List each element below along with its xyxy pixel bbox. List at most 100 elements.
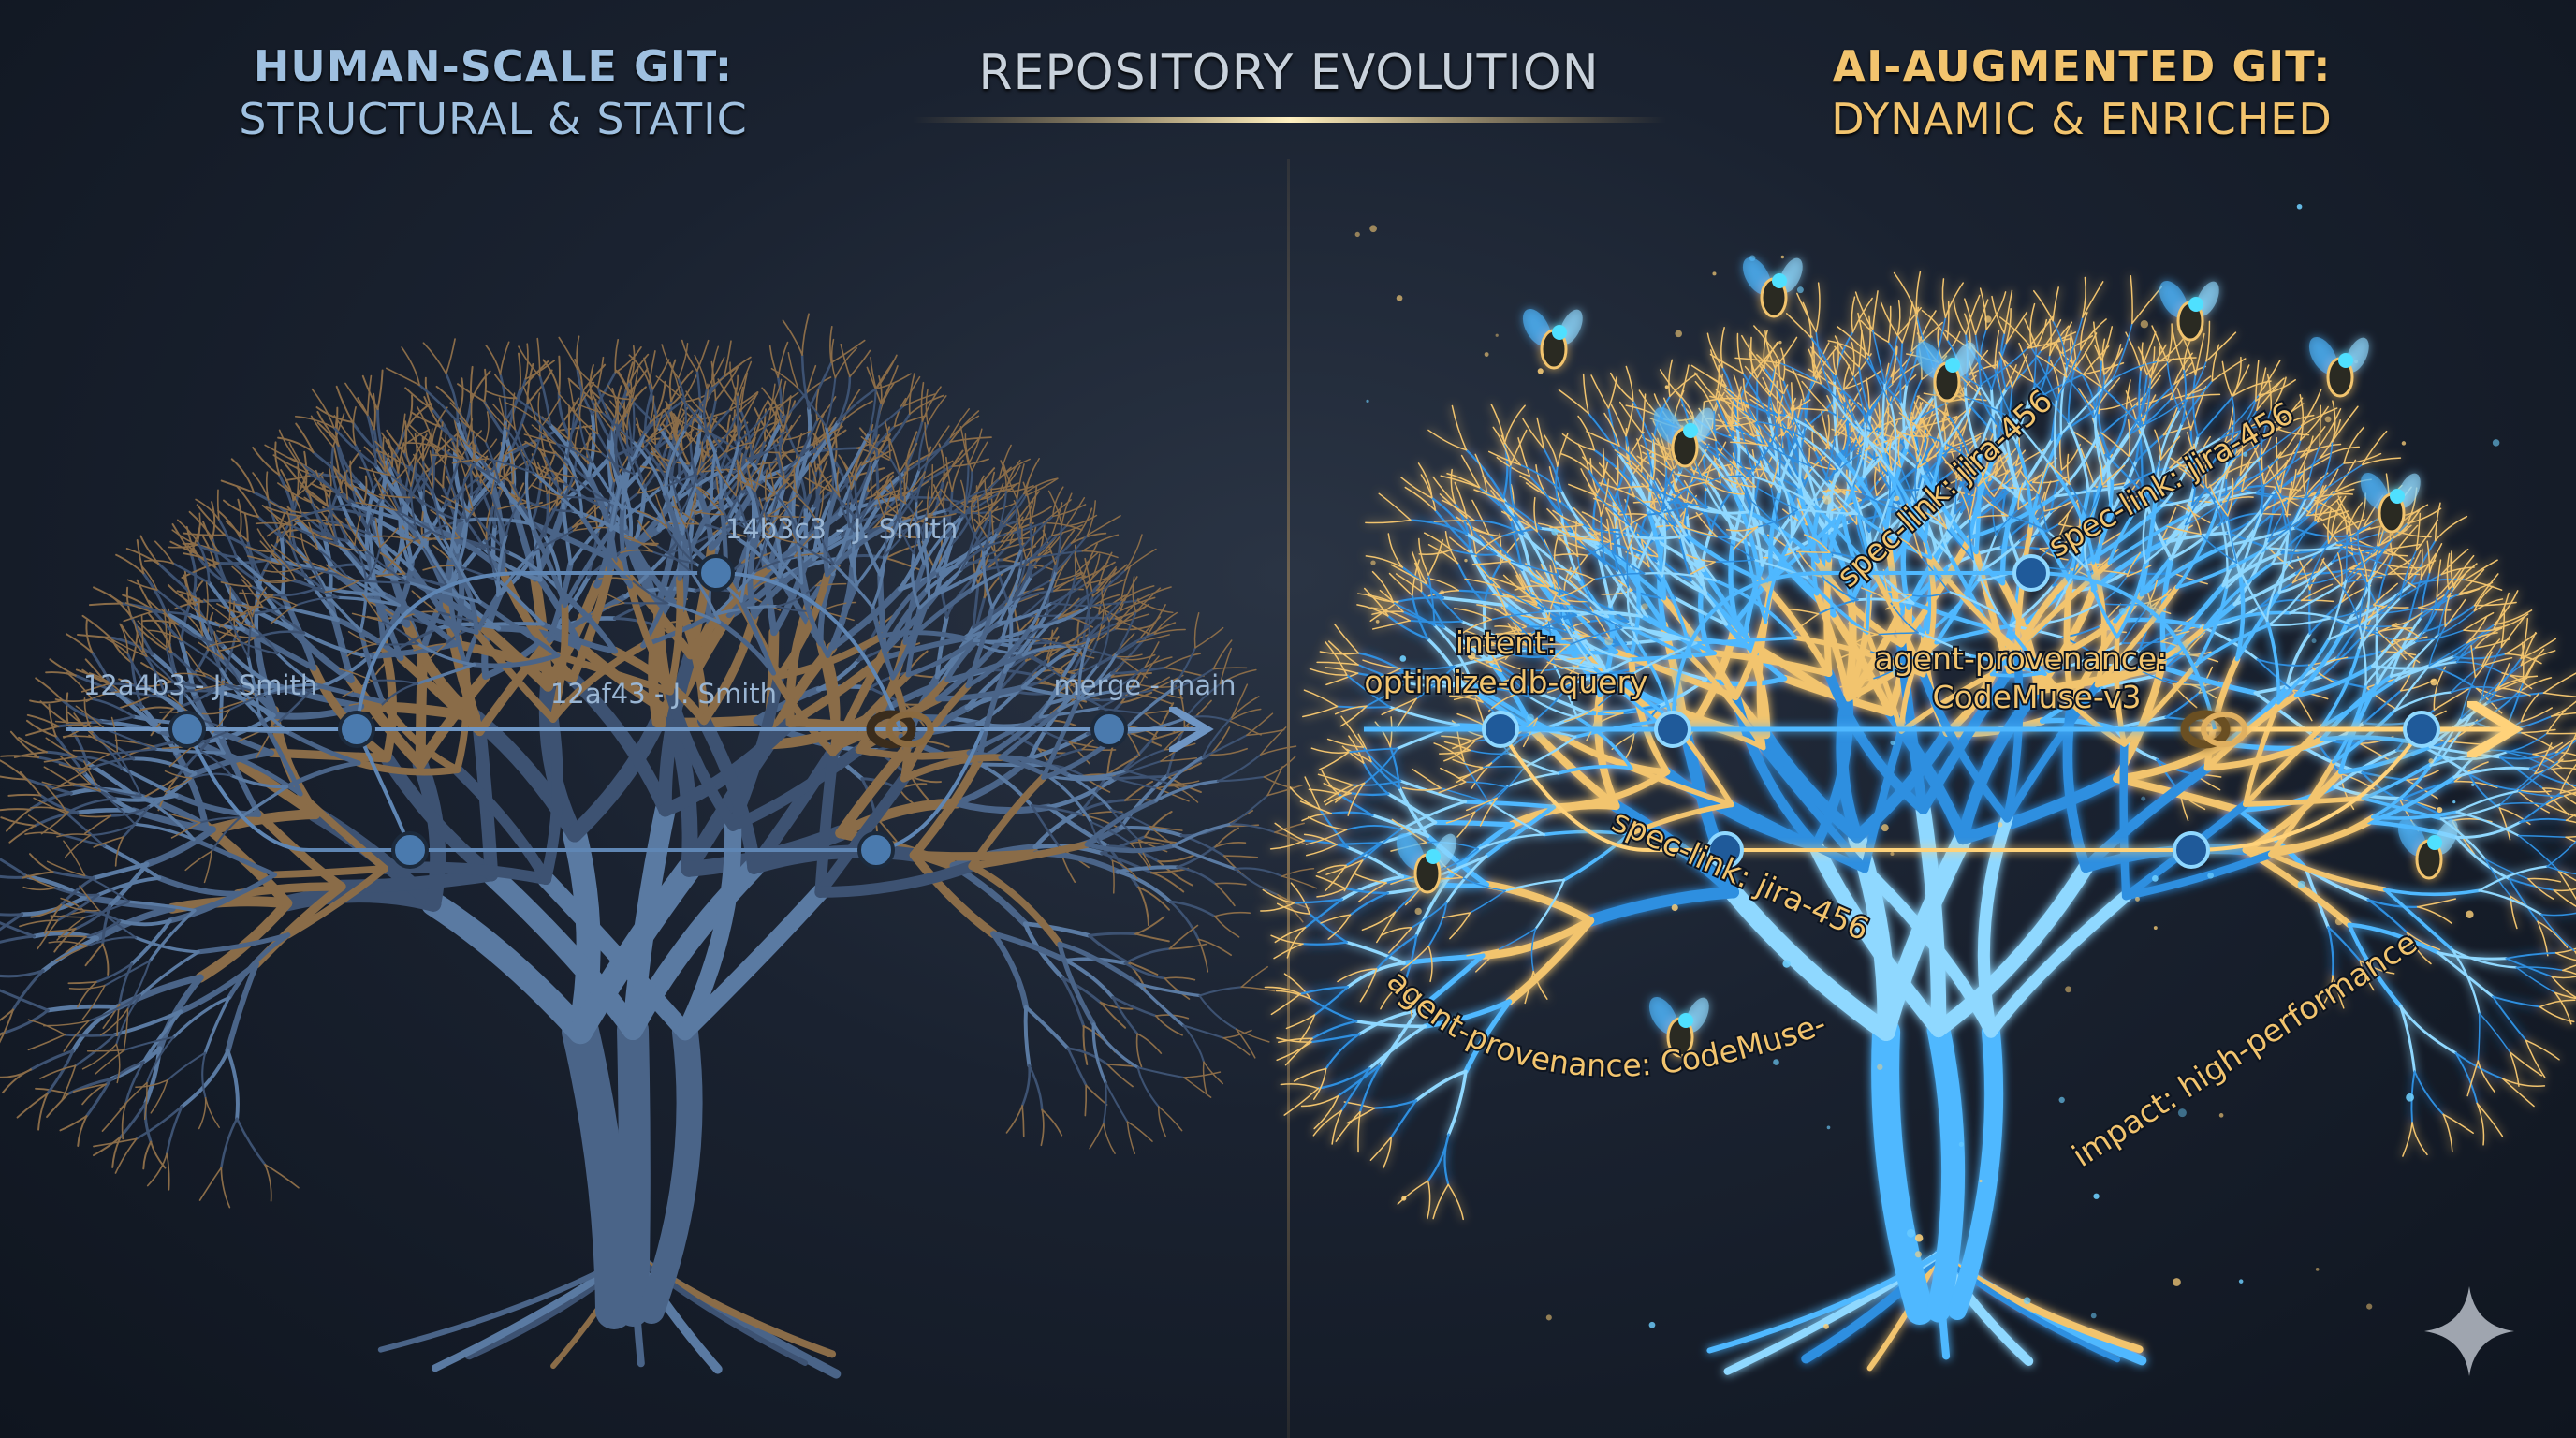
- tree-branch: [834, 347, 858, 379]
- tree-branch: [2473, 573, 2499, 607]
- tree-branch: [1441, 735, 1475, 742]
- tree-branch: [676, 448, 691, 492]
- tree-branch: [754, 460, 765, 492]
- tree-branch: [56, 917, 86, 941]
- tree-branch: [54, 697, 93, 702]
- tree-branch: [2505, 957, 2554, 978]
- tree-branch: [1984, 889, 2132, 1038]
- tree-branch: [2036, 355, 2068, 378]
- tree-branch: [1120, 653, 1156, 661]
- tree-branch: [2227, 477, 2234, 517]
- tree-branch: [2199, 478, 2223, 523]
- tree-branch: [1392, 601, 1436, 627]
- tree-branch: [1201, 734, 1248, 758]
- tree-branch: [1848, 622, 1879, 636]
- tree-branch: [1422, 999, 1513, 1029]
- tree-branch: [1898, 629, 1931, 734]
- tree-branch: [1230, 794, 1269, 826]
- tree-branch: [1022, 481, 1032, 524]
- tree-branch: [1046, 774, 1115, 782]
- tree-branch: [28, 853, 54, 873]
- tree-branch: [1830, 610, 1895, 717]
- tree-branch: [1345, 940, 1406, 965]
- tree-branch: [900, 754, 1004, 783]
- tree-branch: [222, 657, 246, 696]
- tree-branch: [824, 425, 840, 492]
- tree-branch: [284, 760, 361, 789]
- tree-branch: [2358, 578, 2371, 650]
- tree-branch: [2418, 594, 2445, 609]
- tree-branch: [2069, 483, 2089, 520]
- tree-branch: [849, 349, 871, 378]
- tree-branch: [1753, 325, 1781, 364]
- tree-branch: [1086, 515, 1121, 536]
- tree-branch: [953, 800, 1053, 814]
- tree-branch: [364, 549, 410, 584]
- tree-branch: [264, 1164, 272, 1202]
- tree-branch: [2234, 590, 2282, 662]
- tree-branch: [1915, 801, 1947, 1038]
- tree-branch: [558, 355, 561, 394]
- tree-branch: [1936, 447, 1939, 497]
- tree-branch: [1678, 537, 1692, 582]
- tree-branch: [1025, 462, 1037, 497]
- tree-branch: [903, 471, 907, 505]
- tree-branch: [233, 882, 346, 899]
- tree-branch: [1568, 483, 1598, 497]
- tree-branch: [1347, 747, 1398, 754]
- tree-branch: [2349, 568, 2386, 576]
- tree-branch: [1276, 902, 1310, 915]
- tree-branch: [588, 383, 603, 414]
- tree-branch: [198, 749, 233, 777]
- tree-branch: [1974, 299, 1989, 336]
- tree-branch: [30, 903, 63, 918]
- tree-branch: [259, 540, 283, 566]
- tree-branch: [817, 491, 825, 523]
- tree-branch: [1522, 717, 1539, 748]
- tree-branch: [1707, 482, 1745, 495]
- tree-branch: [531, 484, 564, 498]
- tree-branch: [1919, 670, 2012, 823]
- tree-branch: [2080, 762, 2213, 873]
- tree-branch: [1457, 762, 1493, 779]
- tree-branch: [1012, 580, 1051, 602]
- tree-branch: [1861, 587, 1892, 603]
- tree-branch: [2136, 391, 2174, 406]
- tree-branch: [2178, 360, 2207, 412]
- tree-branch: [1921, 417, 1939, 449]
- tree-branch: [654, 493, 668, 529]
- tree-branch: [1706, 332, 1724, 369]
- tree-branch: [84, 943, 104, 967]
- tree-branch: [2203, 692, 2300, 771]
- tree-branch: [2126, 551, 2142, 578]
- tree-branch: [2030, 346, 2057, 401]
- tree-branch: [747, 844, 921, 874]
- tree-branch: [2559, 788, 2576, 794]
- tree-branch: [854, 478, 861, 524]
- tree-branch: [1496, 456, 1531, 477]
- tree-branch: [1969, 458, 2025, 503]
- tree-branch: [1023, 550, 1052, 567]
- tree-branch: [1095, 578, 1127, 592]
- tree-branch: [353, 544, 368, 582]
- tree-branch: [1106, 756, 1139, 776]
- tree-branch: [110, 638, 134, 664]
- tree-branch: [1881, 382, 1886, 453]
- tree-branch: [2006, 449, 2027, 475]
- tree-branch: [1378, 492, 1412, 521]
- tree-branch: [60, 698, 103, 723]
- tree-branch: [829, 670, 912, 757]
- tree-branch: [1618, 401, 1644, 434]
- tree-branch: [626, 582, 674, 696]
- tree-branch: [237, 498, 242, 538]
- tree-branch: [2289, 611, 2351, 625]
- tree-branch: [607, 499, 666, 524]
- tree-branch: [465, 481, 501, 523]
- tree-branch: [714, 414, 738, 450]
- tree-branch: [902, 561, 927, 645]
- tree-branch: [296, 462, 300, 497]
- tree-branch: [653, 442, 673, 481]
- tree-branch: [658, 648, 697, 817]
- tree-branch: [1812, 445, 1837, 470]
- tree-branch: [814, 747, 839, 898]
